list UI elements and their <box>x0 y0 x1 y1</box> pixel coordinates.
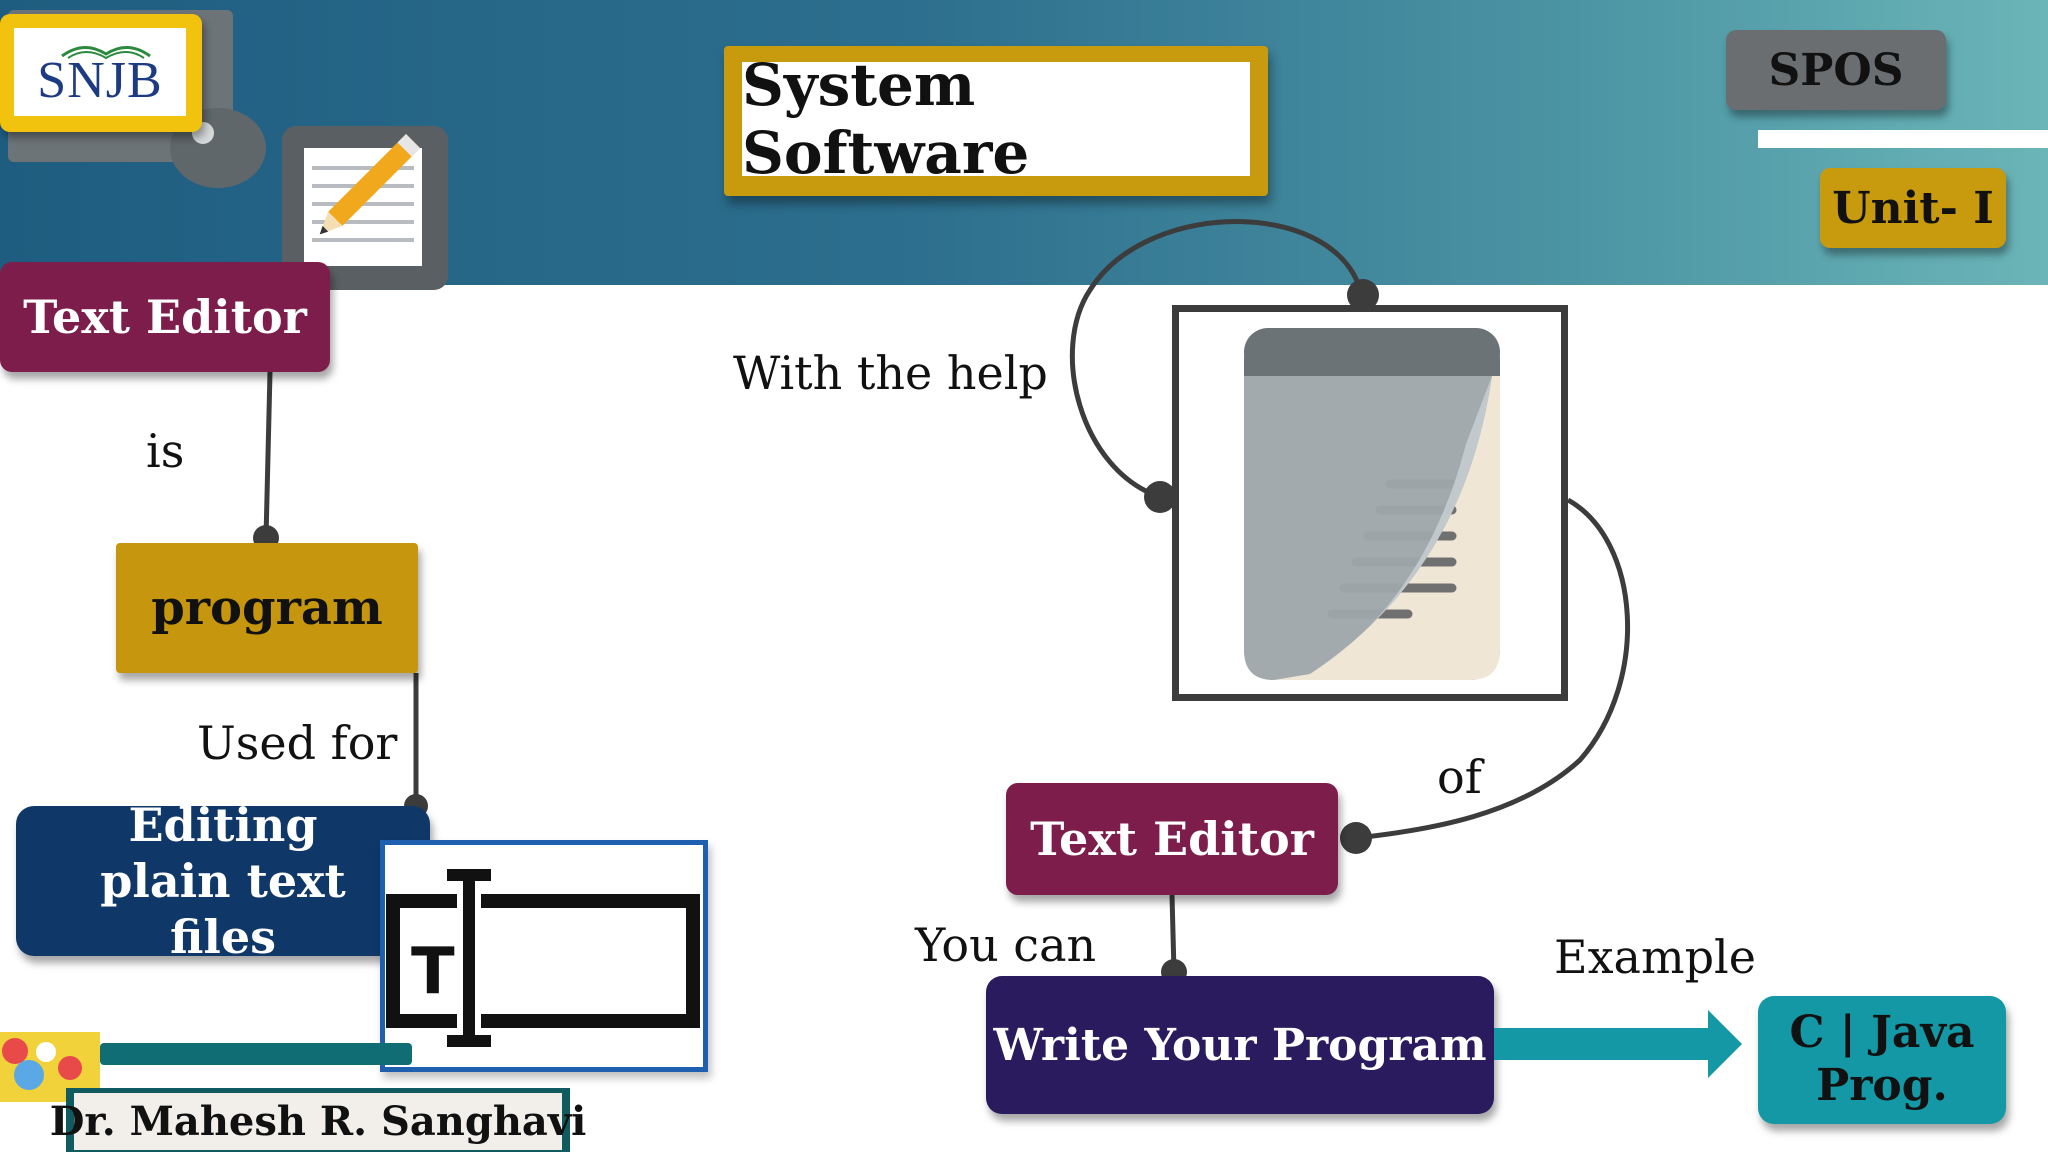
author-text: Dr. Mahesh R. Sanghavi <box>49 1098 587 1145</box>
title-text: System Software <box>742 51 1030 187</box>
connector-label-with-the-help: With the help <box>733 346 1048 400</box>
connector-dot <box>1340 822 1372 854</box>
svg-text:T: T <box>411 935 455 1009</box>
connector-dot <box>1347 279 1379 311</box>
document-page-icon <box>1244 328 1500 680</box>
node-c-java-prog: C | Java Prog. <box>1758 996 2006 1124</box>
node-text-editor-2: Text Editor <box>1006 783 1338 895</box>
book-icon <box>61 46 151 60</box>
connector-label-used-for: Used for <box>197 716 398 770</box>
node-program: program <box>116 543 418 673</box>
connector-label-example: Example <box>1554 930 1756 984</box>
node-label: Write Your Program <box>993 1019 1487 1071</box>
arc-of <box>1355 497 1631 841</box>
arc-with-the-help <box>1069 219 1365 500</box>
connector-dot <box>1144 481 1176 513</box>
subject-badge: SPOS <box>1726 30 1946 110</box>
node-label: program <box>151 580 383 636</box>
page-title: System Software <box>742 51 1250 187</box>
node-label: Text Editor <box>1030 812 1314 866</box>
node-text-editor: Text Editor <box>0 262 330 372</box>
logo-text: SNJB <box>37 52 163 109</box>
connector-label-you-can: You can <box>915 918 1097 972</box>
notepad-pencil-icon <box>282 126 448 290</box>
node-label: Text Editor <box>23 290 307 344</box>
text-cursor-icon: T <box>380 840 708 1072</box>
decorative-strip <box>100 1043 412 1065</box>
unit-text: Unit- I <box>1832 182 1994 234</box>
header-divider <box>1758 130 2048 148</box>
unit-badge: Unit- I <box>1820 168 2006 248</box>
snjb-logo: SNJB <box>14 28 186 116</box>
connector-label-of: of <box>1437 750 1482 804</box>
author-name: Dr. Mahesh R. Sanghavi <box>50 1093 586 1150</box>
line-text-editor-to-program <box>263 371 273 539</box>
subject-text: SPOS <box>1768 44 1904 96</box>
arrow-right-icon <box>1494 1010 1742 1078</box>
connector-label-is: is <box>146 424 185 478</box>
node-label: Editing plain text files <box>100 797 346 965</box>
node-editing-plain-text: Editing plain text files <box>16 798 430 964</box>
node-write-your-program: Write Your Program <box>986 976 1494 1114</box>
node-label: C | Java Prog. <box>1789 1007 1975 1111</box>
